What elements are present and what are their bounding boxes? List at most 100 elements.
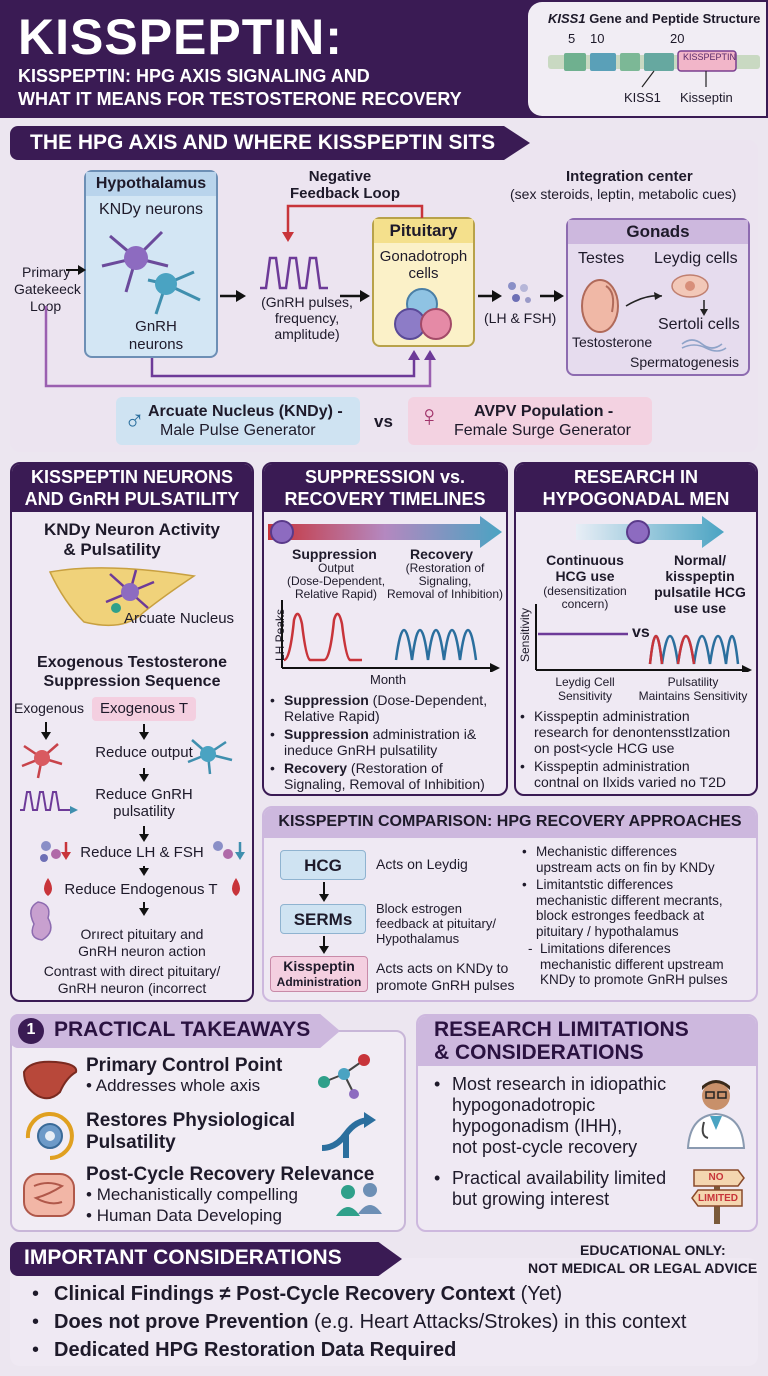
lim-b1-l1: Most research in idiopathic (452, 1074, 667, 1094)
tl-bullet-1-rest: (Dose-Dependent, (368, 692, 488, 708)
rs-bullet-1-l3: on post<ycle HCG use (534, 740, 675, 756)
takeaway-3-sub2: • Human Data Developing (86, 1206, 282, 1225)
kn-step-reduce-lh-fsh: Reduce LH & FSH (80, 844, 204, 861)
lim-b1-l3: hypogonadism (IHH), (452, 1116, 623, 1136)
rs-title-1: RESEARCH IN (573, 467, 698, 487)
kndy-label: KNDy neurons (98, 201, 204, 218)
rs-bullet-2-l2: contnal on Ilxids varied no T2D (534, 774, 726, 790)
kn-exogenous-t-box (92, 697, 196, 721)
pulses-3: amplitude) (274, 326, 340, 342)
pulses-1: (GnRH pulses, (261, 294, 353, 310)
rs-continuous-1: Continuous (546, 552, 624, 568)
timeline-arrow-icon (268, 516, 502, 548)
sertoli-label: Sertoli cells (658, 316, 740, 333)
tl-suppression: Suppression (292, 546, 377, 562)
rs-continuous-sub2: concern) (561, 597, 609, 611)
cons-bullet-1: Clinical Findings ≠ Post-Cycle Recovery … (32, 1280, 752, 1308)
tl-suppression-sub2: (Dose-Dependent, (286, 574, 386, 588)
cmp-bullet-2-l4: pituitary / hypothalamus (536, 923, 679, 939)
signpost-icon (691, 1169, 745, 1224)
rs-vs: vs (632, 624, 650, 641)
gene-strip-icon (548, 50, 760, 88)
rs-normal-4: use use (673, 600, 727, 616)
research-header (516, 464, 756, 512)
kisspeptin-pill-2: Administration (276, 975, 362, 989)
gene-box-label: KISSPEPTIN (683, 52, 737, 62)
hpg-arrows-icon (44, 204, 564, 388)
cmp-bullet-2-l1: Limitantstic differences (536, 877, 674, 892)
lim-b1-l2: hypogonadotropic (452, 1095, 596, 1115)
limitations-header (418, 1016, 756, 1066)
cmp-dash-l1: Limitations diferences (540, 941, 671, 956)
research-arrow-icon (576, 516, 724, 548)
cmp-bullet-1-l2: upstream acts on fin by KNDy (536, 859, 715, 875)
kn-activity-1: KNDy Neuron Activity (43, 520, 220, 539)
arcuate-line1: Arcuate Nucleus (KNDy) - (148, 403, 343, 420)
takeaways-title: PRACTICAL TAKEAWAYS (54, 1018, 311, 1041)
kisspeptin-pill[interactable] (270, 956, 368, 992)
tl-bullet-2-bold: Suppression (284, 726, 369, 742)
avpv-line2: Female Surge Generator (454, 422, 631, 439)
testes-icon (581, 274, 709, 333)
testes-label: Testes (578, 250, 625, 267)
liver-icon (22, 1060, 78, 1100)
considerations-bullets: Clinical Findings ≠ Post-Cycle Recovery … (32, 1280, 752, 1364)
takeaway-1-title: Primary Control Point (86, 1055, 283, 1076)
kiss-desc-2: promote GnRH pulses (376, 977, 515, 993)
rs-title-2: HYPOGONADAL MEN (542, 489, 730, 509)
tl-title-1: SUPPRESSION vs. (304, 467, 466, 487)
hcg-desc: Acts on Leydig (376, 856, 468, 872)
kn-contrast-1: Contrast with direct pituitary/ (43, 963, 221, 979)
takeaway-3-sub1-text: Mechanistically compelling (96, 1185, 298, 1204)
rs-bullet-2-l1: Kisspeptin administration (534, 758, 690, 774)
limitations-title-2: & CONSIDERATIONS (434, 1041, 644, 1064)
gene-title: KISS1 Gene and Peptide Structure (548, 11, 760, 26)
edu-line1: EDUCATIONAL ONLY: (580, 1242, 726, 1258)
male-icon: ♂ (124, 404, 145, 435)
kn-step-direct-1: Orırect pituitary and (80, 926, 204, 942)
hypothalamus-box (84, 170, 218, 358)
takeaway-2-line1: Restores Physiological (86, 1110, 296, 1131)
tl-x-axis: Month (370, 672, 407, 687)
timeline-chart-icon (281, 600, 500, 672)
lh-fsh-label: (LH & FSH) (484, 310, 557, 326)
cons-b3-bold: Dedicated HPG Restoration Data Required (54, 1339, 457, 1361)
integration-title: Integration center (566, 168, 693, 185)
leydig-label: Leydig cells (654, 250, 738, 267)
serms-pill[interactable]: SERMs (280, 904, 366, 934)
kn-step-reduce-gnrh: Reduce GnRH (95, 786, 193, 803)
intestine-icon (23, 1173, 75, 1217)
neuron-icon (101, 230, 201, 315)
pituitary-title: Pituitary (374, 219, 473, 243)
limitations-title-1: RESEARCH LIMITATIONS (434, 1018, 689, 1041)
cmp-bullet-2-l2: mechanistic different mecrants, (536, 892, 723, 908)
tl-recovery: Recovery (410, 546, 474, 562)
lim-bullet-1: Most research in idiopathichypogonadotro… (434, 1074, 694, 1158)
takeaway-3-sub2-text: Human Data Developing (96, 1206, 282, 1225)
cmp-dash-l2: mechanistic different upstream (540, 956, 724, 972)
takeaways-number: 1 (18, 1018, 44, 1044)
considerations-banner (10, 1242, 402, 1276)
cons-b1-bold: Clinical Findings ≠ Post-Cycle Recovery … (54, 1283, 516, 1305)
page-subtitle-2: WHAT IT MEANS FOR TESTOSTERONE RECOVERY (18, 89, 462, 109)
kn-activity-2: & Pulsatility (63, 540, 161, 559)
hypothalamus-title: Hypothalamus (86, 172, 216, 196)
gonads-title: Gonads (568, 220, 748, 244)
cons-bullet-3: Dedicated HPG Restoration Data Required (32, 1336, 752, 1364)
rs-leydig-1: Leydig Cell (555, 675, 615, 689)
tl-bullet-1-bold: Suppression (284, 692, 369, 708)
hcg-pill[interactable]: HCG (280, 850, 366, 880)
tl-bullet-3-rest: (Restoration of (347, 760, 443, 776)
gene-label-kisspeptin: Kisseptin (680, 90, 733, 105)
arcuate-nucleus-icon (48, 567, 197, 627)
page-subtitle-1: KISSPEPTIN: HPG AXIS SIGNALING AND (18, 66, 370, 86)
gnrh-label-2: neurons (128, 336, 184, 353)
kn-step-pulsatility: pulsatility (113, 803, 175, 820)
tl-suppression-sub1: Output (317, 561, 355, 575)
cons-b2-bold: Does not prove Prevention (54, 1311, 309, 1333)
takeaway-1-sub-text: Addresses whole axis (95, 1076, 261, 1095)
